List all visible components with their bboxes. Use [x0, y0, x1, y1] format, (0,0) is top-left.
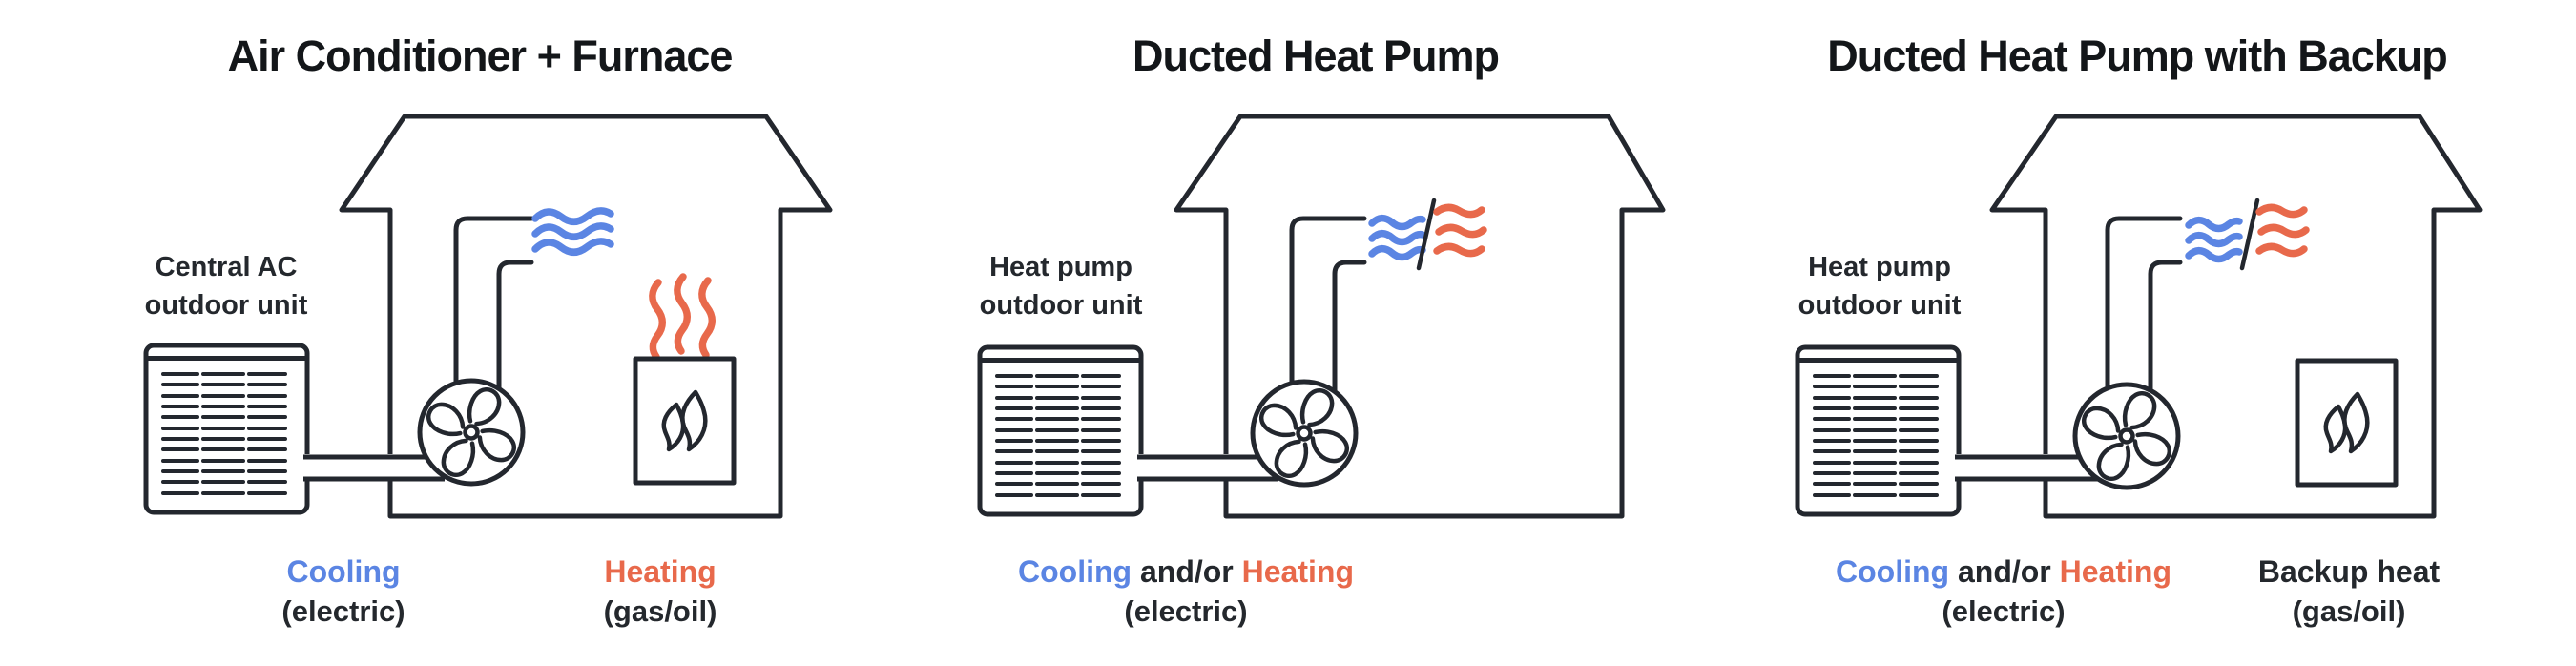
backup-word: Backup heat — [2257, 554, 2441, 589]
supply-duct-icon — [1289, 216, 1367, 404]
cooling-word: Cooling — [286, 554, 401, 589]
backup-caption: Backup heat (gas/oil) — [2258, 552, 2440, 632]
outdoor-unit-icon — [980, 347, 1141, 514]
outdoor-unit-label: Heat pump outdoor unit — [1798, 248, 1962, 324]
outdoor-unit-label-line2: outdoor unit — [144, 290, 308, 321]
heating-word: Heating — [1241, 554, 1354, 589]
outdoor-unit-label: Central AC outdoor unit — [145, 248, 308, 324]
furnace-icon — [633, 356, 737, 486]
panel-heat-pump-backup: Ducted Heat Pump with Backup Heat pump o… — [1717, 0, 2576, 666]
heating-word: Heating — [2059, 554, 2171, 589]
outdoor-unit-label-line1: Central AC — [155, 252, 298, 282]
heating-sub: (gas/oil) — [603, 594, 717, 628]
outdoor-unit-icon — [146, 345, 307, 512]
warm-air-waves-icon — [1437, 207, 1484, 253]
panel-ac-furnace: Air Conditioner + Furnace Central AC out… — [0, 0, 859, 666]
panel-ducted-heat-pump: Ducted Heat Pump Heat pump outdoor unit … — [859, 0, 1717, 666]
panel-title: Ducted Heat Pump — [1132, 31, 1500, 80]
outdoor-unit-label: Heat pump outdoor unit — [980, 248, 1143, 324]
cooling-word: Cooling — [1018, 554, 1132, 589]
house-icon — [1174, 114, 1666, 519]
cooling-word: Cooling — [1836, 554, 1950, 589]
house-icon — [1989, 114, 2483, 519]
supply-duct-icon — [2105, 216, 2183, 404]
combined-sub: (electric) — [1942, 594, 2066, 628]
andor-word: and/or — [1139, 554, 1234, 589]
outdoor-unit-icon — [1797, 347, 1959, 514]
warm-air-waves-icon — [2259, 207, 2306, 253]
cooling-caption: Cooling (electric) — [281, 552, 405, 632]
outdoor-unit-label-line2: outdoor unit — [979, 290, 1143, 321]
furnace-icon — [2295, 358, 2399, 488]
diagram-ducted-heat-pump — [859, 114, 1666, 519]
outdoor-unit-label-line1: Heat pump — [989, 252, 1132, 282]
slash-divider-icon — [1416, 198, 1437, 271]
outdoor-unit-label-line1: Heat pump — [1808, 252, 1951, 282]
combined-sub: (electric) — [1124, 594, 1248, 628]
diagram-heat-pump-backup — [1717, 114, 2483, 519]
cool-air-waves-icon — [2189, 220, 2239, 260]
backup-sub: (gas/oil) — [2292, 594, 2406, 628]
connector-pipe — [303, 454, 445, 482]
outdoor-unit-label-line2: outdoor unit — [1797, 290, 1962, 321]
cool-air-waves-icon — [535, 211, 611, 252]
slash-divider-icon — [2239, 198, 2260, 271]
combined-caption: Cooling and/or Heating (electric) — [1836, 552, 2171, 632]
connector-pipe — [1137, 454, 1278, 482]
heat-waves-icon — [653, 277, 712, 357]
panel-title: Ducted Heat Pump with Backup — [1827, 31, 2448, 80]
house-icon — [339, 114, 833, 519]
diagram-ac-furnace — [0, 114, 833, 519]
panel-title: Air Conditioner + Furnace — [227, 31, 734, 80]
cooling-sub: (electric) — [281, 594, 405, 628]
andor-word: and/or — [1957, 554, 2051, 589]
heating-caption: Heating (gas/oil) — [604, 552, 717, 632]
heating-word: Heating — [604, 554, 717, 589]
cool-air-waves-icon — [1372, 219, 1423, 258]
combined-caption: Cooling and/or Heating (electric) — [1018, 552, 1354, 632]
supply-duct-icon — [453, 216, 534, 404]
